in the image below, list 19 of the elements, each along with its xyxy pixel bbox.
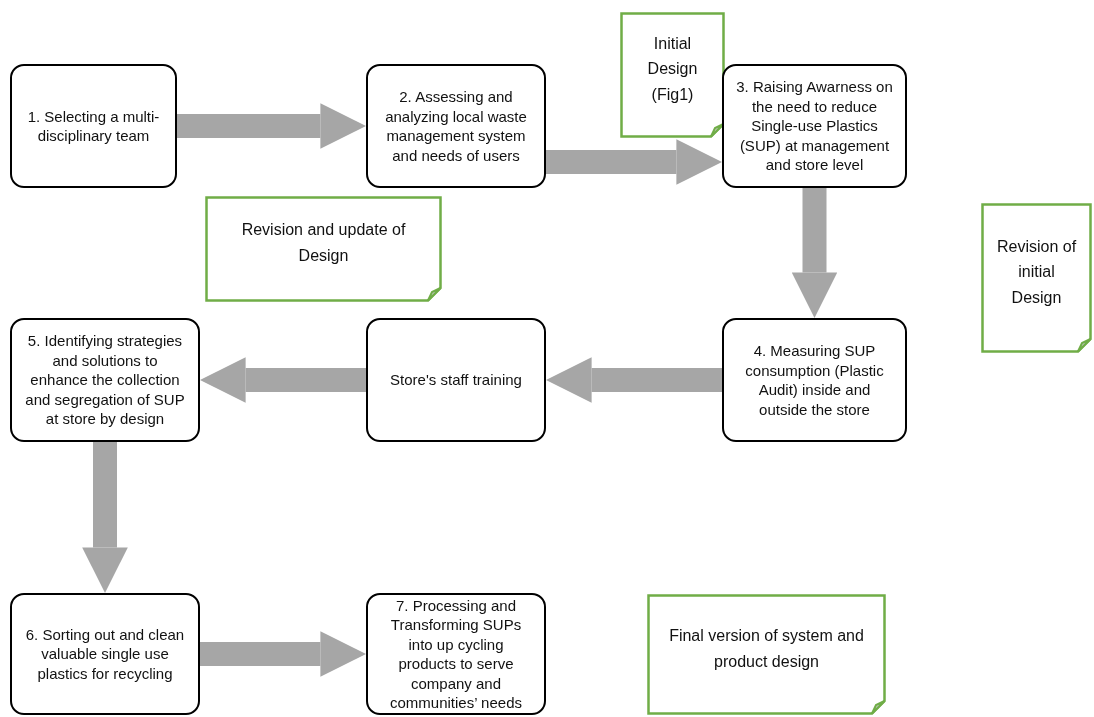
note-shape: Revision and update of Design — [205, 196, 442, 302]
process-box: 2. Assessing and analyzing local waste management system and needs of users — [366, 64, 546, 188]
block-arrow — [546, 139, 722, 185]
process-box: 4. Measuring SUP consumption (Plastic Audit) inside and outside the store — [722, 318, 907, 442]
process-box: 6. Sorting out and clean valuable single use plastics for recycling — [10, 593, 200, 715]
block-arrow — [200, 357, 366, 403]
block-arrow — [200, 631, 366, 677]
block-arrow — [546, 357, 722, 403]
note-shape: Revision of initial Design — [981, 203, 1092, 353]
process-box: 1. Selecting a multi-disciplinary team — [10, 64, 177, 188]
block-arrow — [791, 188, 838, 318]
note-shape: Final version of system and product design — [647, 594, 886, 715]
process-box: Store's staff training — [366, 318, 546, 442]
process-box: 7. Processing and Transforming SUPs into up cycling products to serve company and communities’ needs — [366, 593, 546, 715]
block-arrow — [82, 442, 128, 593]
block-arrow — [177, 103, 366, 149]
note-shape: Initial Design (Fig1) — [620, 12, 725, 138]
process-box: 5. Identifying strategies and solutions to enhance the collection and segregation of SUP at store by design — [10, 318, 200, 442]
process-box: 3. Raising Awarness on the need to reduce Single-use Plastics (SUP) at management and store level — [722, 64, 907, 188]
